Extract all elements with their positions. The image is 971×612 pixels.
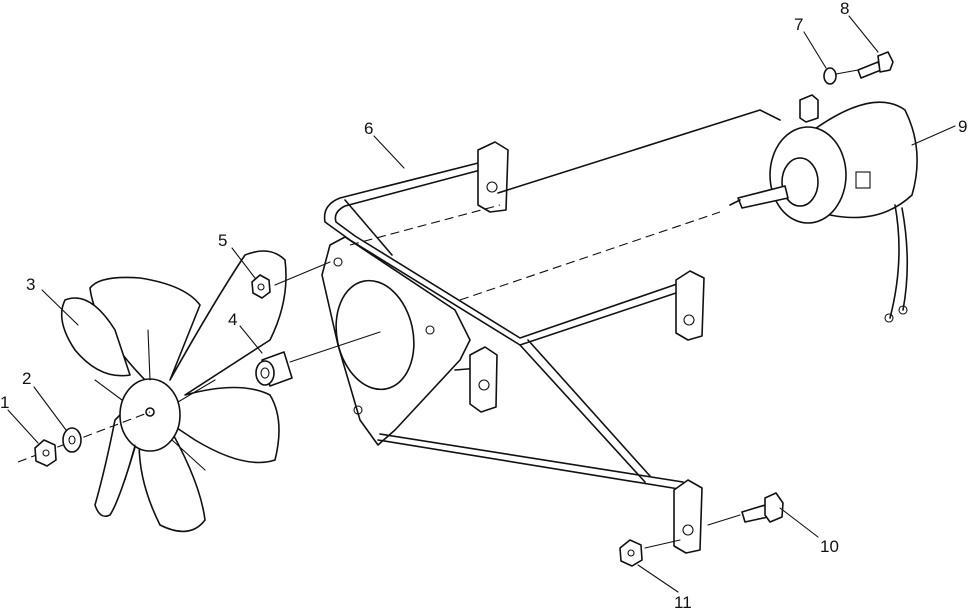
leader-7 bbox=[803, 31, 827, 69]
bracket-lower-rod bbox=[377, 439, 686, 491]
washer-ring bbox=[823, 67, 837, 85]
wire-connector bbox=[898, 305, 908, 315]
tab-hole bbox=[478, 379, 490, 391]
bolt-8 bbox=[857, 51, 894, 79]
bracket-upper-rod-inner bbox=[334, 167, 681, 339]
washer-bore bbox=[68, 435, 76, 445]
leader-10 bbox=[779, 507, 819, 538]
nut-hex bbox=[619, 539, 643, 567]
bolt-10 bbox=[741, 492, 784, 523]
spacer-bore bbox=[260, 367, 270, 379]
bolt-head bbox=[764, 492, 784, 523]
washer-ring bbox=[62, 427, 82, 453]
nut-bore bbox=[257, 283, 265, 291]
bolt-10-leader-line bbox=[707, 514, 741, 526]
nut-bore bbox=[627, 549, 635, 557]
leader-5 bbox=[231, 247, 256, 279]
tab-hole bbox=[486, 181, 498, 193]
bracket-upper-rod bbox=[323, 159, 686, 346]
leader-6 bbox=[373, 135, 405, 169]
bracket-tab-top bbox=[477, 141, 509, 213]
bracket-diagonal-rod bbox=[519, 344, 646, 483]
nut-1 bbox=[34, 439, 57, 467]
nut-hex bbox=[34, 439, 57, 467]
bolt-shank bbox=[857, 61, 882, 79]
callout-9: 9 bbox=[958, 117, 967, 136]
leader-11 bbox=[637, 564, 679, 593]
callout-8: 8 bbox=[840, 0, 849, 18]
washer-2 bbox=[62, 427, 82, 453]
leader-2 bbox=[33, 386, 67, 431]
plate-fan-opening bbox=[335, 279, 415, 391]
motor-wire bbox=[889, 204, 900, 319]
fan-blade bbox=[60, 250, 287, 533]
nut-5 bbox=[251, 274, 271, 299]
wire-connector bbox=[884, 313, 894, 323]
motor-mount-tab bbox=[799, 94, 819, 123]
callout-10: 10 bbox=[820, 537, 839, 556]
fan-blade-left bbox=[60, 297, 131, 377]
plate-hole bbox=[333, 257, 343, 267]
callout-1: 1 bbox=[0, 393, 9, 412]
fan-rib bbox=[124, 444, 136, 481]
fan-mount-bracket bbox=[321, 141, 705, 554]
callout-11: 11 bbox=[674, 593, 692, 612]
callout-2: 2 bbox=[22, 369, 31, 388]
leader-9 bbox=[911, 125, 956, 146]
tab-hole bbox=[682, 524, 694, 536]
callout-5: 5 bbox=[218, 231, 227, 250]
plate-hole bbox=[353, 405, 363, 415]
leader-8 bbox=[848, 15, 879, 53]
spacer bbox=[255, 351, 293, 387]
tab-hole bbox=[683, 314, 695, 326]
leader-3 bbox=[41, 289, 79, 326]
fan-rib bbox=[94, 379, 123, 401]
washer-7 bbox=[823, 67, 837, 85]
leader-4 bbox=[239, 325, 263, 354]
fan-motor bbox=[497, 94, 918, 323]
leader-1 bbox=[7, 409, 39, 444]
motor-label-plate bbox=[855, 171, 871, 189]
motor-mount-strap bbox=[497, 109, 781, 194]
fan-axis-line bbox=[17, 411, 151, 463]
motor-strap-line bbox=[349, 204, 501, 246]
motor-axis-line bbox=[459, 211, 721, 301]
motor-shaft-tip bbox=[729, 199, 741, 206]
bolt-head bbox=[877, 51, 894, 73]
bracket-tab-bottom bbox=[673, 479, 703, 554]
bracket-diagonal-rod bbox=[344, 199, 393, 256]
callout-leaders bbox=[7, 15, 956, 593]
spacer-end bbox=[255, 360, 275, 386]
motor-hub bbox=[781, 157, 819, 207]
nut-bore bbox=[42, 449, 50, 457]
fan-rib bbox=[177, 379, 216, 403]
fan-rib bbox=[171, 439, 206, 471]
bracket-lower-rod-inner bbox=[379, 433, 684, 483]
fan-rib bbox=[147, 329, 151, 381]
callout-7: 7 bbox=[794, 15, 803, 34]
plate-hole bbox=[425, 325, 435, 335]
bracket-tab-right bbox=[675, 270, 705, 341]
spacer-leader-line bbox=[289, 331, 381, 363]
bolt-shank bbox=[741, 504, 769, 523]
motor-wire bbox=[901, 207, 909, 311]
nut-hex bbox=[251, 274, 271, 299]
callout-3: 3 bbox=[26, 275, 35, 294]
bolt-8-leader-line bbox=[835, 69, 859, 75]
nut-11-leader-line bbox=[644, 539, 681, 549]
callout-4: 4 bbox=[228, 310, 237, 329]
nut-11 bbox=[619, 539, 643, 567]
motor-shaft bbox=[737, 185, 789, 209]
callout-6: 6 bbox=[364, 119, 373, 138]
nut-leader-line bbox=[274, 261, 331, 286]
bracket-diagonal-rod-inner bbox=[527, 339, 651, 477]
